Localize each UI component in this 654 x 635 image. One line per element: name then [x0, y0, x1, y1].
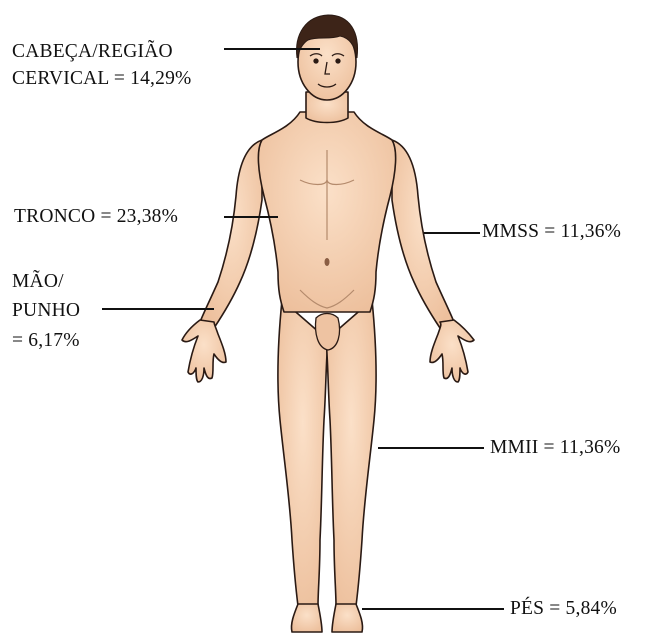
left-foot [291, 604, 322, 632]
right-foot [332, 604, 363, 632]
head-label-line1: CABEÇA/REGIÃO [12, 38, 173, 65]
right-arm [392, 140, 454, 328]
feet-leader-line [362, 608, 504, 610]
hand-label-line3: = 6,17% [12, 327, 80, 354]
hand-label-line2: PUNHO [12, 297, 80, 324]
trunk-leader-line [224, 216, 278, 218]
head-label-line2: CERVICAL = 14,29% [12, 65, 191, 92]
right-hand [430, 320, 474, 382]
head-leader-line [224, 48, 320, 50]
lower-limbs-label: MMII = 11,36% [490, 434, 620, 461]
left-hand [182, 320, 226, 382]
left-arm [200, 140, 262, 328]
hand-label-line1: MÃO/ [12, 268, 64, 295]
lower-limbs-leader-line [378, 447, 484, 449]
feet-label: PÉS = 5,84% [510, 595, 617, 622]
upper-limbs-label: MMSS = 11,36% [482, 218, 621, 245]
upper-limbs-leader-line [424, 232, 480, 234]
hand-leader-line [102, 308, 214, 310]
trunk-label: TRONCO = 23,38% [14, 203, 178, 230]
